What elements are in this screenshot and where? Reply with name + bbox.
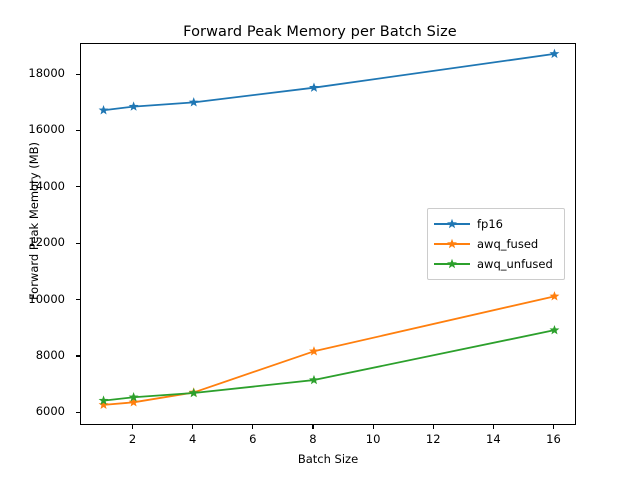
- legend-line-marker-icon: [434, 258, 470, 270]
- chart-legend[interactable]: fp16 awq_fused awq_unfused: [427, 208, 565, 280]
- x-tick-label: 16: [546, 432, 561, 446]
- data-point-marker: [549, 291, 560, 301]
- legend-label: awq_unfused: [477, 257, 553, 271]
- series-line: [103, 329, 555, 402]
- data-point-marker: [309, 82, 319, 92]
- y-tick-label: 10000: [28, 291, 65, 306]
- x-tick-mark: [312, 425, 314, 429]
- y-tick-mark: [76, 129, 80, 131]
- series-awq_fused: [98, 291, 560, 410]
- y-tick-label: 8000: [35, 347, 65, 362]
- data-point-marker: [188, 387, 199, 398]
- x-tick-mark: [432, 425, 434, 429]
- y-tick-mark: [76, 242, 80, 244]
- legend-item-awq_fused[interactable]: awq_fused: [428, 234, 564, 254]
- x-axis-label: Batch Size: [297, 452, 359, 466]
- legend-label: awq_fused: [477, 237, 539, 251]
- data-series-layer: [98, 48, 560, 410]
- data-point-marker: [98, 395, 109, 405]
- y-tick-mark: [76, 355, 80, 357]
- x-tick-label: 14: [486, 432, 501, 446]
- data-point-marker: [549, 324, 560, 335]
- y-tick-label: 16000: [28, 122, 65, 137]
- x-tick-mark: [132, 425, 134, 429]
- y-tick-mark: [76, 73, 80, 75]
- y-tick-label: 6000: [35, 404, 65, 419]
- legend-item-awq_unfused[interactable]: awq_unfused: [428, 254, 564, 274]
- x-tick-label: 2: [128, 432, 137, 446]
- plot-area: [80, 43, 576, 425]
- x-tick-mark: [192, 425, 194, 429]
- data-point-marker: [128, 101, 139, 111]
- data-point-marker: [98, 105, 109, 115]
- y-tick-label: 12000: [28, 235, 65, 250]
- x-tick-mark: [552, 425, 555, 429]
- x-tick-label: 6: [249, 432, 257, 446]
- legend-line-marker-icon: [434, 218, 470, 230]
- chart-title: Forward Peak Memory per Batch Size: [183, 24, 457, 40]
- x-tick-label: 12: [425, 432, 441, 446]
- series-fp16: [98, 48, 560, 115]
- y-tick-label: 18000: [28, 66, 65, 80]
- series-awq_unfused: [98, 324, 560, 405]
- legend-line-marker-icon: [434, 238, 470, 250]
- series-line: [103, 295, 555, 406]
- data-point-marker: [309, 346, 319, 356]
- x-tick-label: 4: [189, 432, 197, 446]
- data-point-marker: [128, 392, 139, 402]
- legend-item-fp16[interactable]: fp16: [428, 214, 564, 234]
- legend-label: fp16: [477, 217, 503, 231]
- data-point-marker: [98, 399, 109, 410]
- y-tick-mark: [76, 186, 80, 188]
- data-point-marker: [309, 374, 319, 385]
- x-tick-mark: [372, 425, 374, 429]
- y-tick-label: 14000: [28, 178, 65, 193]
- x-tick-mark: [252, 425, 254, 429]
- data-point-marker: [549, 48, 560, 59]
- y-tick-mark: [76, 411, 80, 413]
- y-axis-label: Forward Peak Memory (MB): [27, 141, 41, 301]
- data-point-marker: [188, 97, 199, 107]
- x-tick-label: 8: [309, 432, 317, 446]
- x-tick-label: 10: [365, 432, 381, 446]
- series-line: [103, 52, 555, 112]
- x-tick-mark: [492, 425, 494, 429]
- y-tick-mark: [76, 299, 80, 301]
- data-point-marker: [128, 397, 139, 407]
